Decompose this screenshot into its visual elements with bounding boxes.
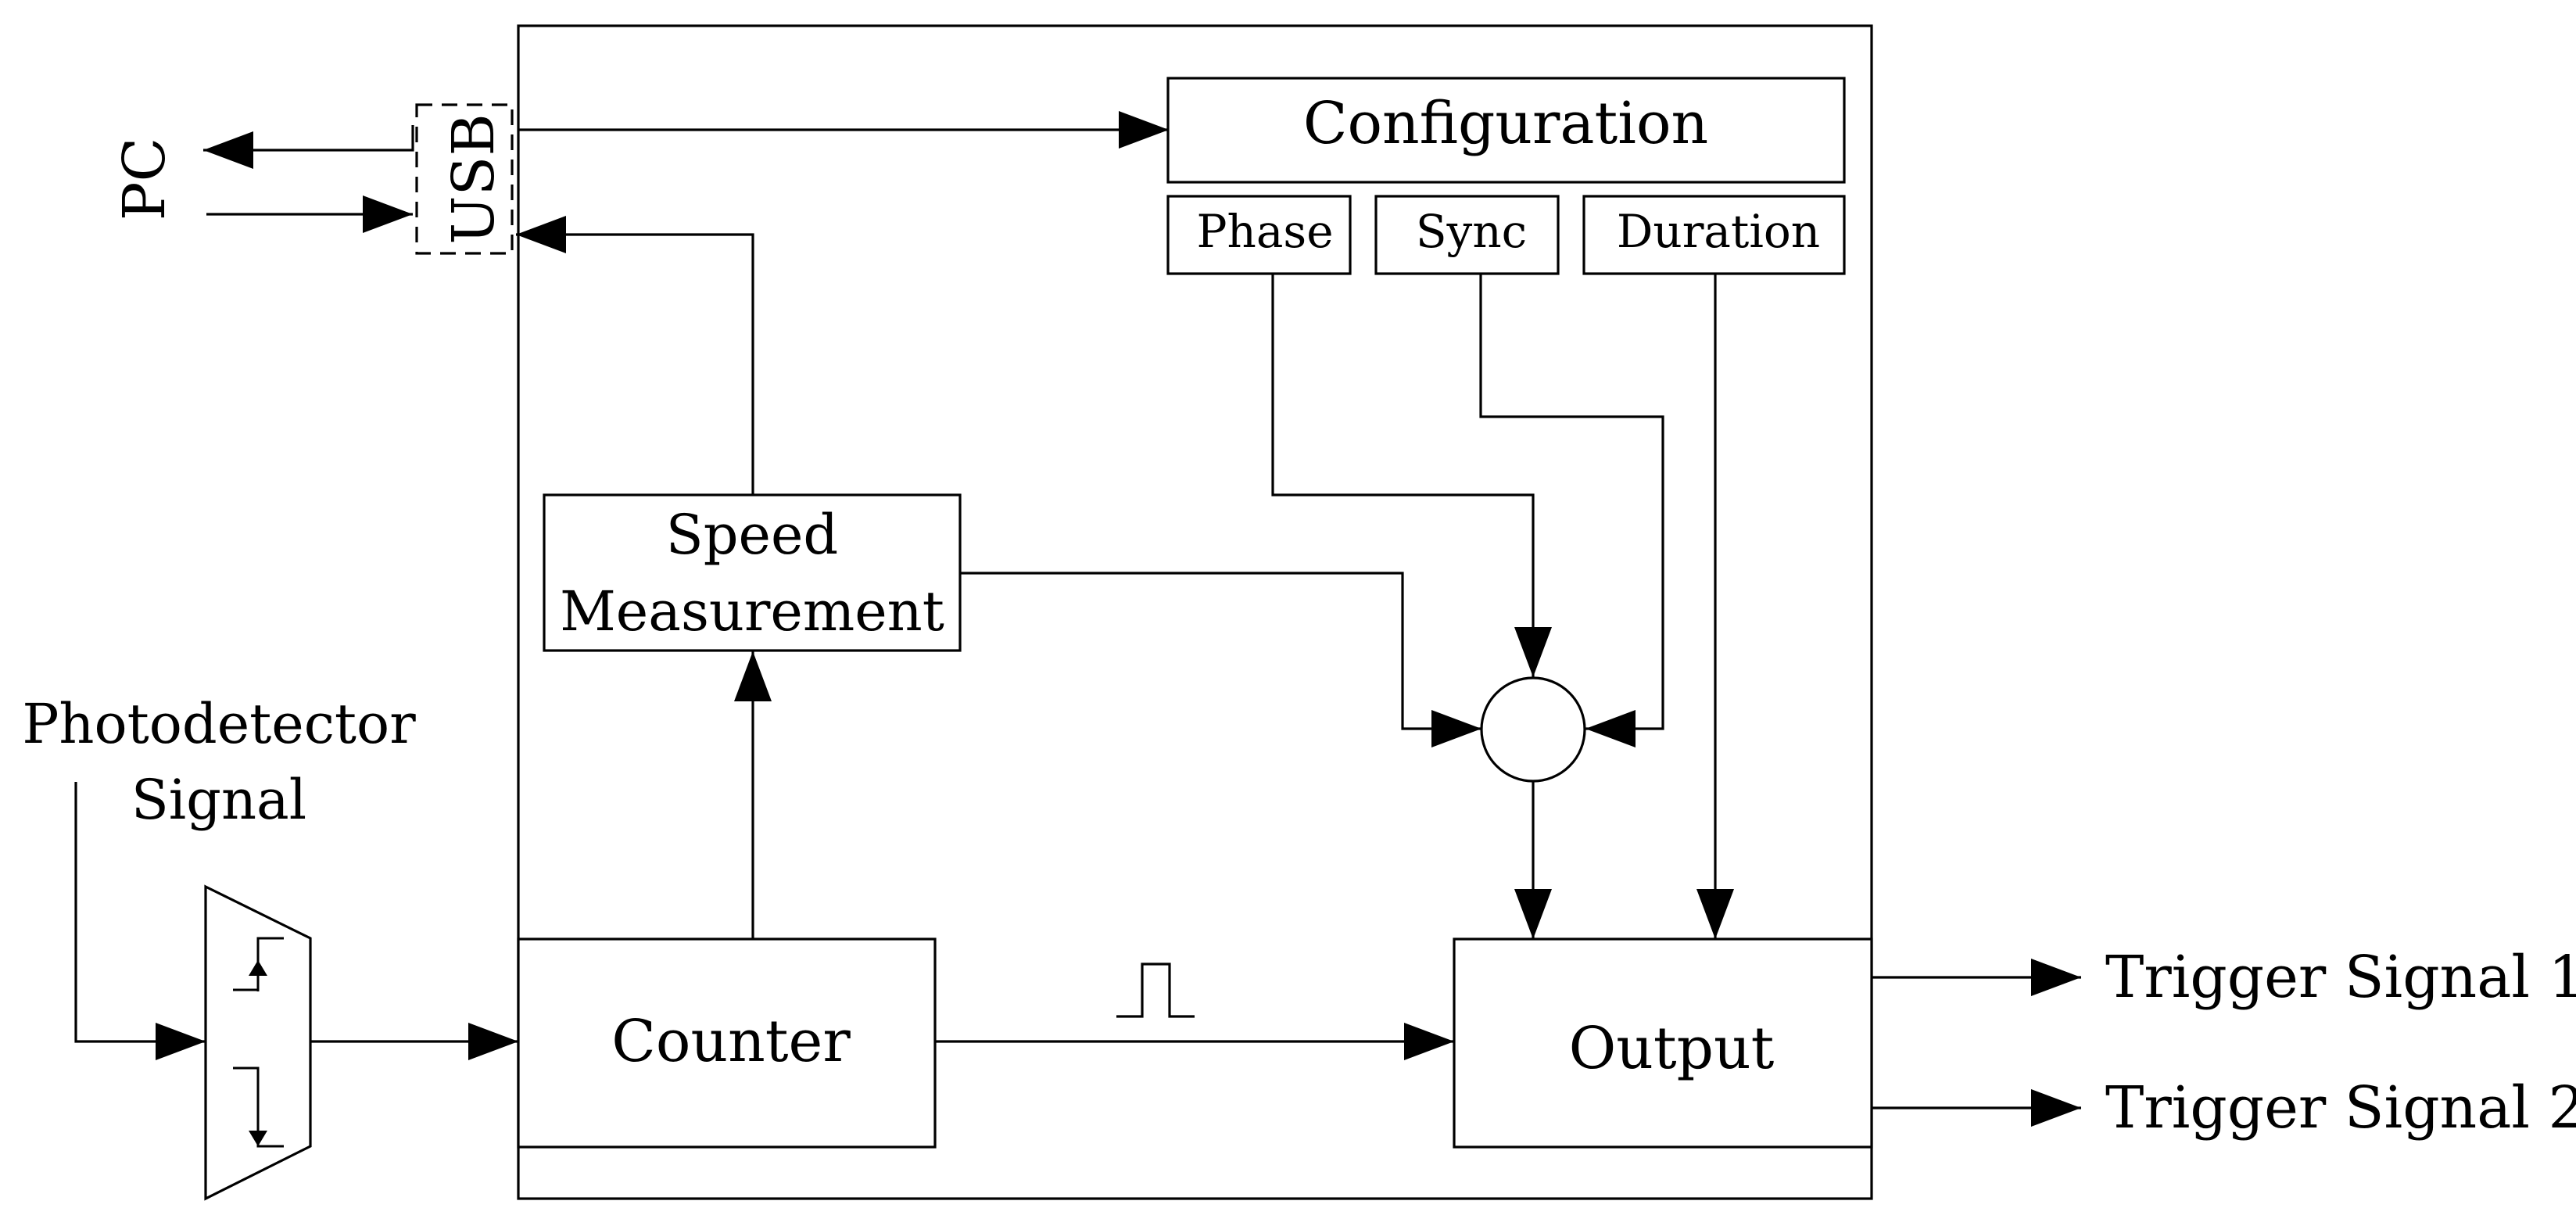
photodetector-label-line1: Photodetector	[22, 692, 416, 756]
phase-label: Phase	[1196, 205, 1333, 258]
summing-node	[1480, 676, 1586, 783]
counter-block	[517, 937, 937, 1149]
configuration-label: Configuration	[1303, 90, 1708, 157]
usb-port	[415, 103, 514, 255]
trigger-1-label: Trigger Signal 1	[2105, 944, 2576, 1011]
photodetector-label-line2: Signal	[131, 768, 306, 832]
duration-block	[1582, 195, 1846, 275]
photodetector-input-arrow	[74, 782, 206, 1060]
device-frame	[517, 24, 1873, 1200]
speed-measurement-label-line1: Speed	[666, 503, 838, 567]
pulse-icon	[1116, 963, 1195, 1018]
speed-to-usb-arrow	[516, 216, 754, 495]
configuration-block	[1166, 77, 1846, 184]
output-label: Output	[1569, 1015, 1775, 1082]
sync-label: Sync	[1416, 205, 1527, 258]
counter-label: Counter	[611, 1008, 851, 1075]
trigger-2-label: Trigger Signal 2	[2105, 1074, 2576, 1142]
sync-to-node-arrow	[1479, 274, 1664, 747]
output-block	[1453, 937, 1873, 1149]
pc-input-arrow	[203, 125, 414, 169]
edge-detector-block	[204, 884, 312, 1201]
phase-to-node-arrow	[1271, 274, 1552, 677]
duration-label: Duration	[1617, 205, 1820, 258]
speed-measurement-label-line2: Measurement	[560, 579, 944, 643]
usb-label: USB	[440, 113, 507, 244]
speed-to-node-arrow	[960, 572, 1481, 747]
phase-block	[1166, 195, 1352, 275]
sync-block	[1374, 195, 1560, 275]
pc-label: PC	[111, 138, 178, 220]
